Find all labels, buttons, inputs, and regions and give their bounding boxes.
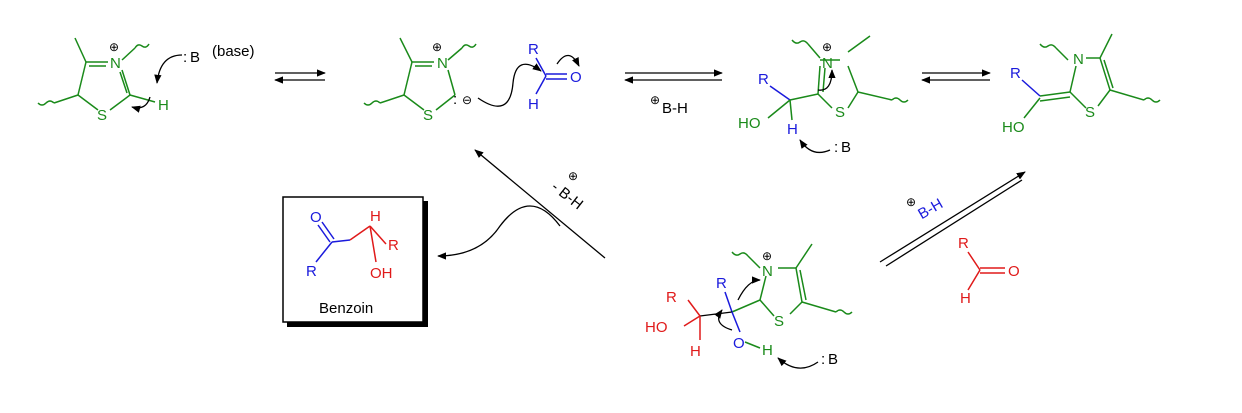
base-b: B: [190, 49, 200, 66]
base-dot-5: :: [821, 351, 825, 368]
base-label: (base): [212, 43, 255, 60]
equilibrium-arrow-3: [921, 69, 991, 84]
adduct2-ho: HO: [645, 319, 668, 336]
atom-n-5: N: [762, 263, 773, 280]
atom-s: S: [97, 107, 107, 124]
benzoin-o: O: [310, 209, 322, 226]
atom-n: N: [110, 55, 121, 72]
plus-bh-2: ⊕: [906, 195, 916, 209]
structure-thiazolium-salt: N S H ⊕ : B (base): [37, 37, 255, 124]
benzoin-r1: R: [306, 263, 317, 280]
base-b-3: B: [841, 139, 851, 156]
equilibrium-arrow-2: ⊕ B-H: [624, 69, 723, 117]
equilibrium-arrow-diagonal: ⊕ B-H R O H: [879, 171, 1026, 307]
benzoin-r2: R: [388, 237, 399, 254]
plus-charge-2: ⊕: [432, 40, 442, 54]
bh-label: B-H: [662, 100, 688, 117]
adduct2-r-red: R: [666, 289, 677, 306]
base-dot: :: [183, 49, 187, 66]
bh-label-2: B-H: [915, 195, 946, 223]
adduct-r: R: [758, 71, 769, 88]
adduct2-o: O: [733, 335, 745, 352]
benzoin-label: Benzoin: [319, 300, 373, 317]
atom-s-5: S: [774, 313, 784, 330]
structure-second-adduct: R R HO H O H N S ⊕ : B: [645, 243, 853, 369]
carbene-dot: :: [453, 91, 457, 108]
breslow-ho: HO: [1002, 119, 1025, 136]
adduct-h: H: [787, 121, 798, 138]
aldehyde2-h: H: [960, 290, 971, 307]
breslow-r: R: [1010, 65, 1021, 82]
structure-adduct: R HO H N S ⊕ : B: [738, 35, 909, 156]
aldehyde2-o: O: [1008, 263, 1020, 280]
plus-minus-bh: ⊕: [568, 169, 578, 183]
plus-charge: ⊕: [109, 40, 119, 54]
minus-bh-label: - B-H: [548, 178, 586, 213]
adduct2-h-green: H: [762, 342, 773, 359]
atom-h: H: [158, 97, 169, 114]
plus-charge-3: ⊕: [822, 40, 832, 54]
structure-ylide-aldehyde: N S ⊕ : ⊖ R O H: [363, 37, 582, 124]
benzoin-oh: OH: [370, 265, 393, 282]
equilibrium-arrow-1: [274, 69, 326, 84]
aldehyde-o: O: [570, 69, 582, 86]
adduct2-h-red: H: [690, 343, 701, 360]
release-arrow: - B-H ⊕: [437, 149, 606, 260]
plus-bh: ⊕: [650, 93, 660, 107]
atom-n-4: N: [1073, 51, 1084, 68]
benzoin-h: H: [370, 208, 381, 225]
atom-s-2: S: [423, 107, 433, 124]
atom-s-4: S: [1085, 104, 1095, 121]
adduct2-r-blue: R: [716, 275, 727, 292]
minus-charge: ⊖: [462, 93, 472, 107]
adduct-ho: HO: [738, 115, 761, 132]
atom-n-2: N: [437, 55, 448, 72]
base-dot-3: :: [834, 139, 838, 156]
structure-breslow-intermediate: R HO N S: [1002, 33, 1161, 136]
aldehyde2-r: R: [958, 235, 969, 252]
aldehyde-h: H: [528, 96, 539, 113]
plus-charge-5: ⊕: [762, 249, 772, 263]
atom-n-3: N: [822, 55, 833, 72]
base-b-5: B: [828, 351, 838, 368]
aldehyde-r: R: [528, 41, 539, 58]
atom-s-3: S: [835, 104, 845, 121]
benzoin-product-box: O R H R OH Benzoin: [282, 196, 428, 327]
